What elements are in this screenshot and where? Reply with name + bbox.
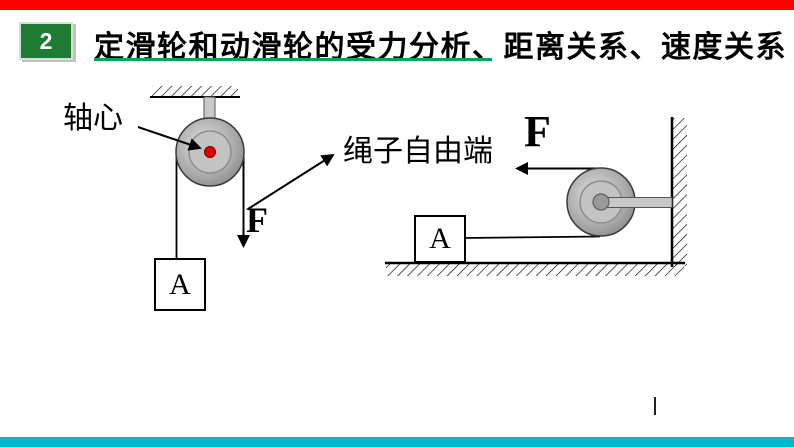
axle-rod: [600, 197, 673, 208]
block-label: A: [429, 222, 451, 255]
wall-hatch: [672, 118, 687, 266]
rope-free-end-label: 绳子自由端: [343, 135, 493, 168]
force-label-fixed-pulley: F: [246, 200, 268, 240]
wall-pulley-diagram: [385, 117, 687, 276]
pulley-hub: [592, 193, 610, 211]
block-label: A: [169, 267, 191, 301]
ground-hatch: [386, 263, 684, 276]
fixed-pulley-diagram: [137, 86, 335, 260]
top-accent-bar: [0, 0, 794, 10]
section-number-badge: 2: [19, 22, 73, 60]
block-a-hanging: A: [154, 258, 206, 311]
rope-block-to-pulley: [463, 235, 601, 239]
title-underline: [94, 58, 492, 61]
axle-dot: [204, 146, 216, 158]
axle-label: 轴心: [63, 102, 123, 135]
rope-end-pointer-arrow: [247, 153, 335, 210]
axle-pointer-arrow: [137, 126, 202, 151]
text-cursor: [654, 397, 656, 415]
ceiling-hatch: [152, 86, 238, 97]
block-a-on-ground: A: [414, 215, 466, 263]
force-label-wall-pulley: F: [524, 107, 551, 156]
bottom-accent-bar: [0, 437, 794, 447]
